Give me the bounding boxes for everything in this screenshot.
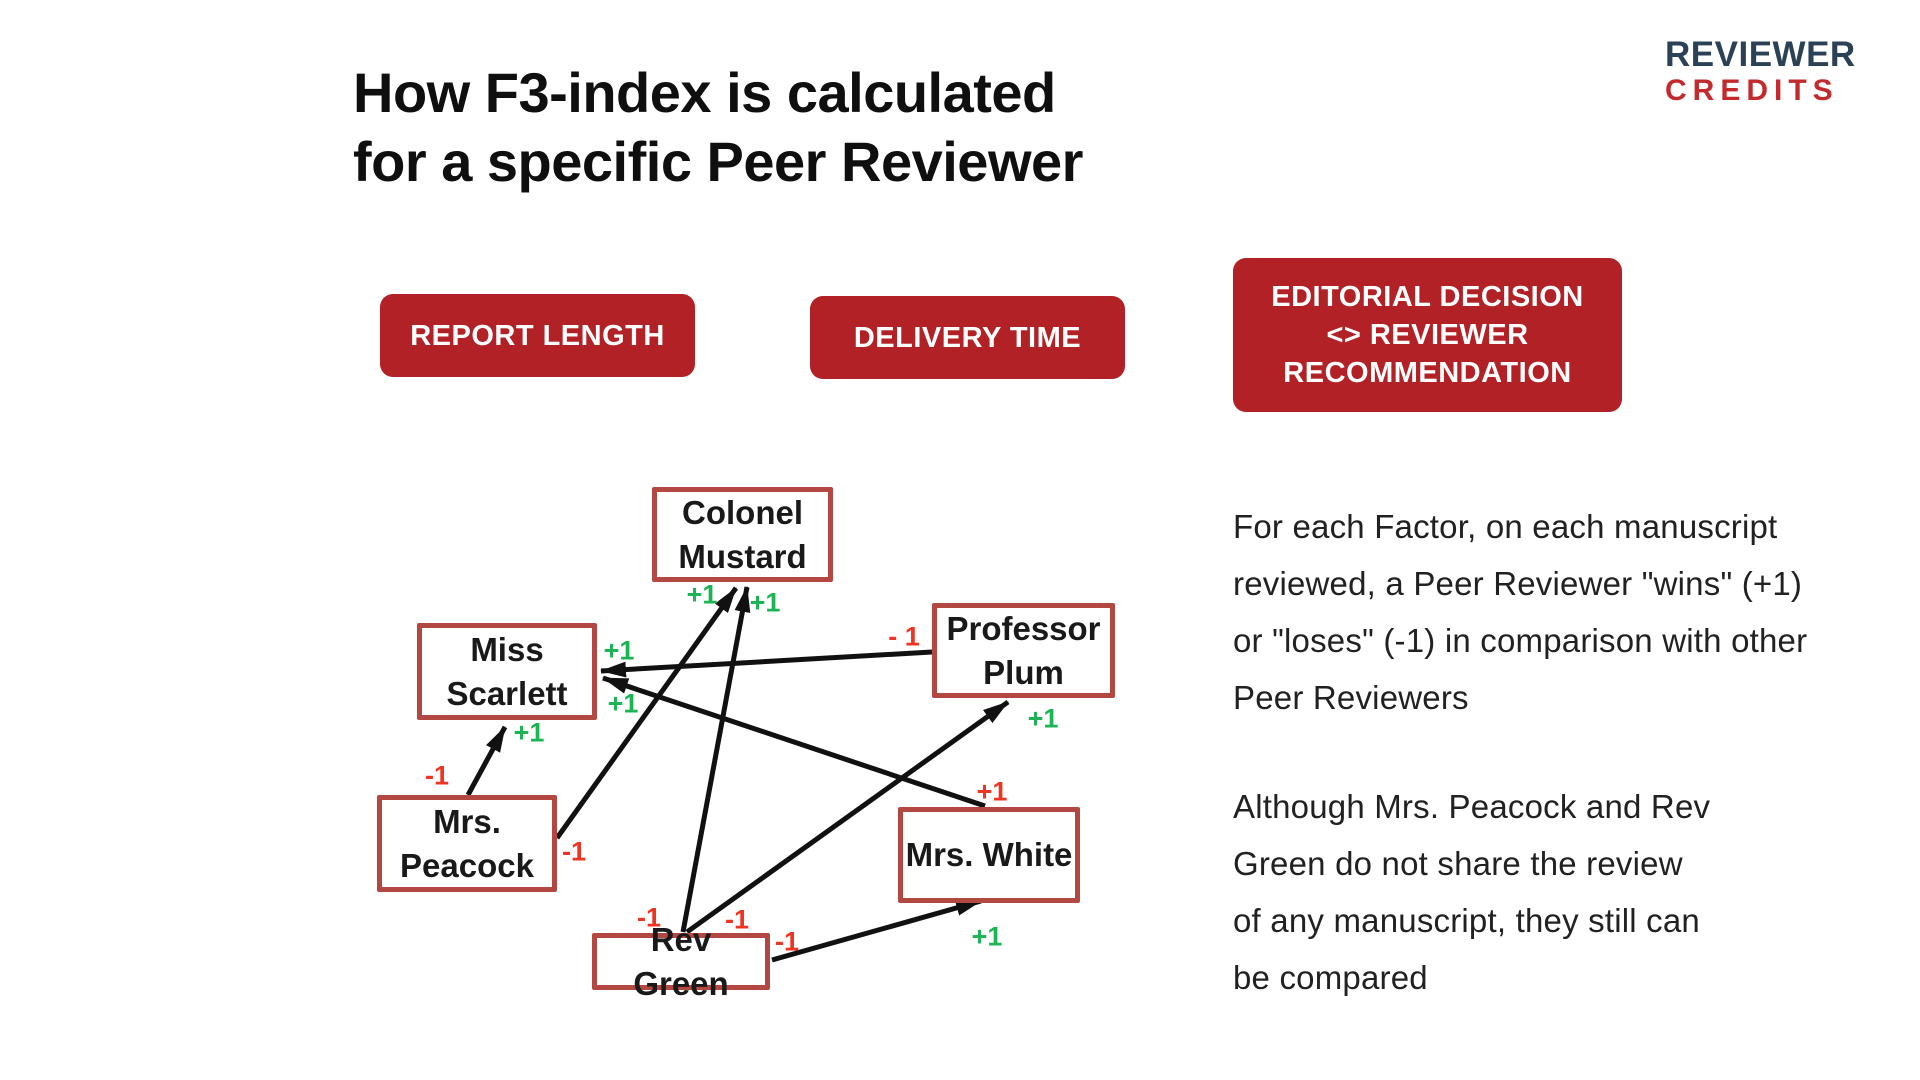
edge-rev-green-to-colonel-mustard bbox=[680, 586, 751, 933]
edge-weight-end-professor-plum-to-miss-scarlett: +1 bbox=[603, 635, 635, 666]
brand-logo-credits: CREDITS bbox=[1665, 74, 1839, 107]
page-title: How F3-index is calculated for a specifi… bbox=[353, 61, 1083, 193]
node-mrs-peacock: Mrs. Peacock bbox=[377, 795, 557, 892]
edge-professor-plum-to-miss-scarlett bbox=[600, 649, 933, 678]
edge-weight-end-rev-green-to-mrs-white: +1 bbox=[971, 921, 1003, 952]
factor-badge-report-length: REPORT LENGTH bbox=[380, 294, 695, 377]
edge-weight-start-professor-plum-to-miss-scarlett: - 1 bbox=[888, 621, 920, 652]
brand-logo: REVIEWER CREDITS bbox=[1665, 36, 1856, 107]
edge-mrs-white-to-miss-scarlett bbox=[602, 675, 986, 809]
factor-badge-delivery-time: DELIVERY TIME bbox=[810, 296, 1125, 379]
edge-weight-start-rev-green-to-professor-plum: -1 bbox=[724, 904, 750, 935]
factor-badge-editorial-decision: EDITORIAL DECISION <> REVIEWER RECOMMEND… bbox=[1233, 258, 1622, 412]
edge-rev-green-to-mrs-white bbox=[771, 898, 982, 963]
edge-mrs-peacock-to-miss-scarlett bbox=[465, 725, 508, 797]
node-mrs-white: Mrs. White bbox=[898, 807, 1080, 903]
node-professor-plum: Professor Plum bbox=[932, 603, 1115, 698]
edge-weight-start-mrs-peacock-to-colonel-mustard: -1 bbox=[561, 836, 587, 867]
node-rev-green: Rev Green bbox=[592, 921, 770, 1002]
edge-weight-end-rev-green-to-professor-plum: +1 bbox=[1027, 703, 1059, 734]
edge-weight-start-rev-green-to-colonel-mustard: -1 bbox=[636, 902, 662, 933]
edge-weight-end-mrs-peacock-to-miss-scarlett: +1 bbox=[513, 717, 545, 748]
edge-weight-start-mrs-peacock-to-miss-scarlett: -1 bbox=[424, 760, 450, 791]
edge-weight-start-mrs-white-to-miss-scarlett: +1 bbox=[976, 776, 1008, 807]
explanation-paragraph-1: For each Factor, on each manuscript revi… bbox=[1233, 508, 1808, 716]
brand-logo-reviewer: REVIEWER bbox=[1665, 35, 1856, 74]
node-colonel-mustard: Colonel Mustard bbox=[652, 487, 833, 582]
edge-weight-end-mrs-peacock-to-colonel-mustard: +1 bbox=[686, 579, 718, 610]
node-miss-scarlett: Miss Scarlett bbox=[417, 623, 597, 720]
edge-weight-start-rev-green-to-mrs-white: -1 bbox=[774, 926, 800, 957]
edge-weight-end-mrs-white-to-miss-scarlett: +1 bbox=[607, 688, 639, 719]
explanation-paragraph-2: Although Mrs. Peacock and Rev Green do n… bbox=[1233, 788, 1711, 996]
edge-weight-end-rev-green-to-colonel-mustard: +1 bbox=[749, 587, 781, 618]
